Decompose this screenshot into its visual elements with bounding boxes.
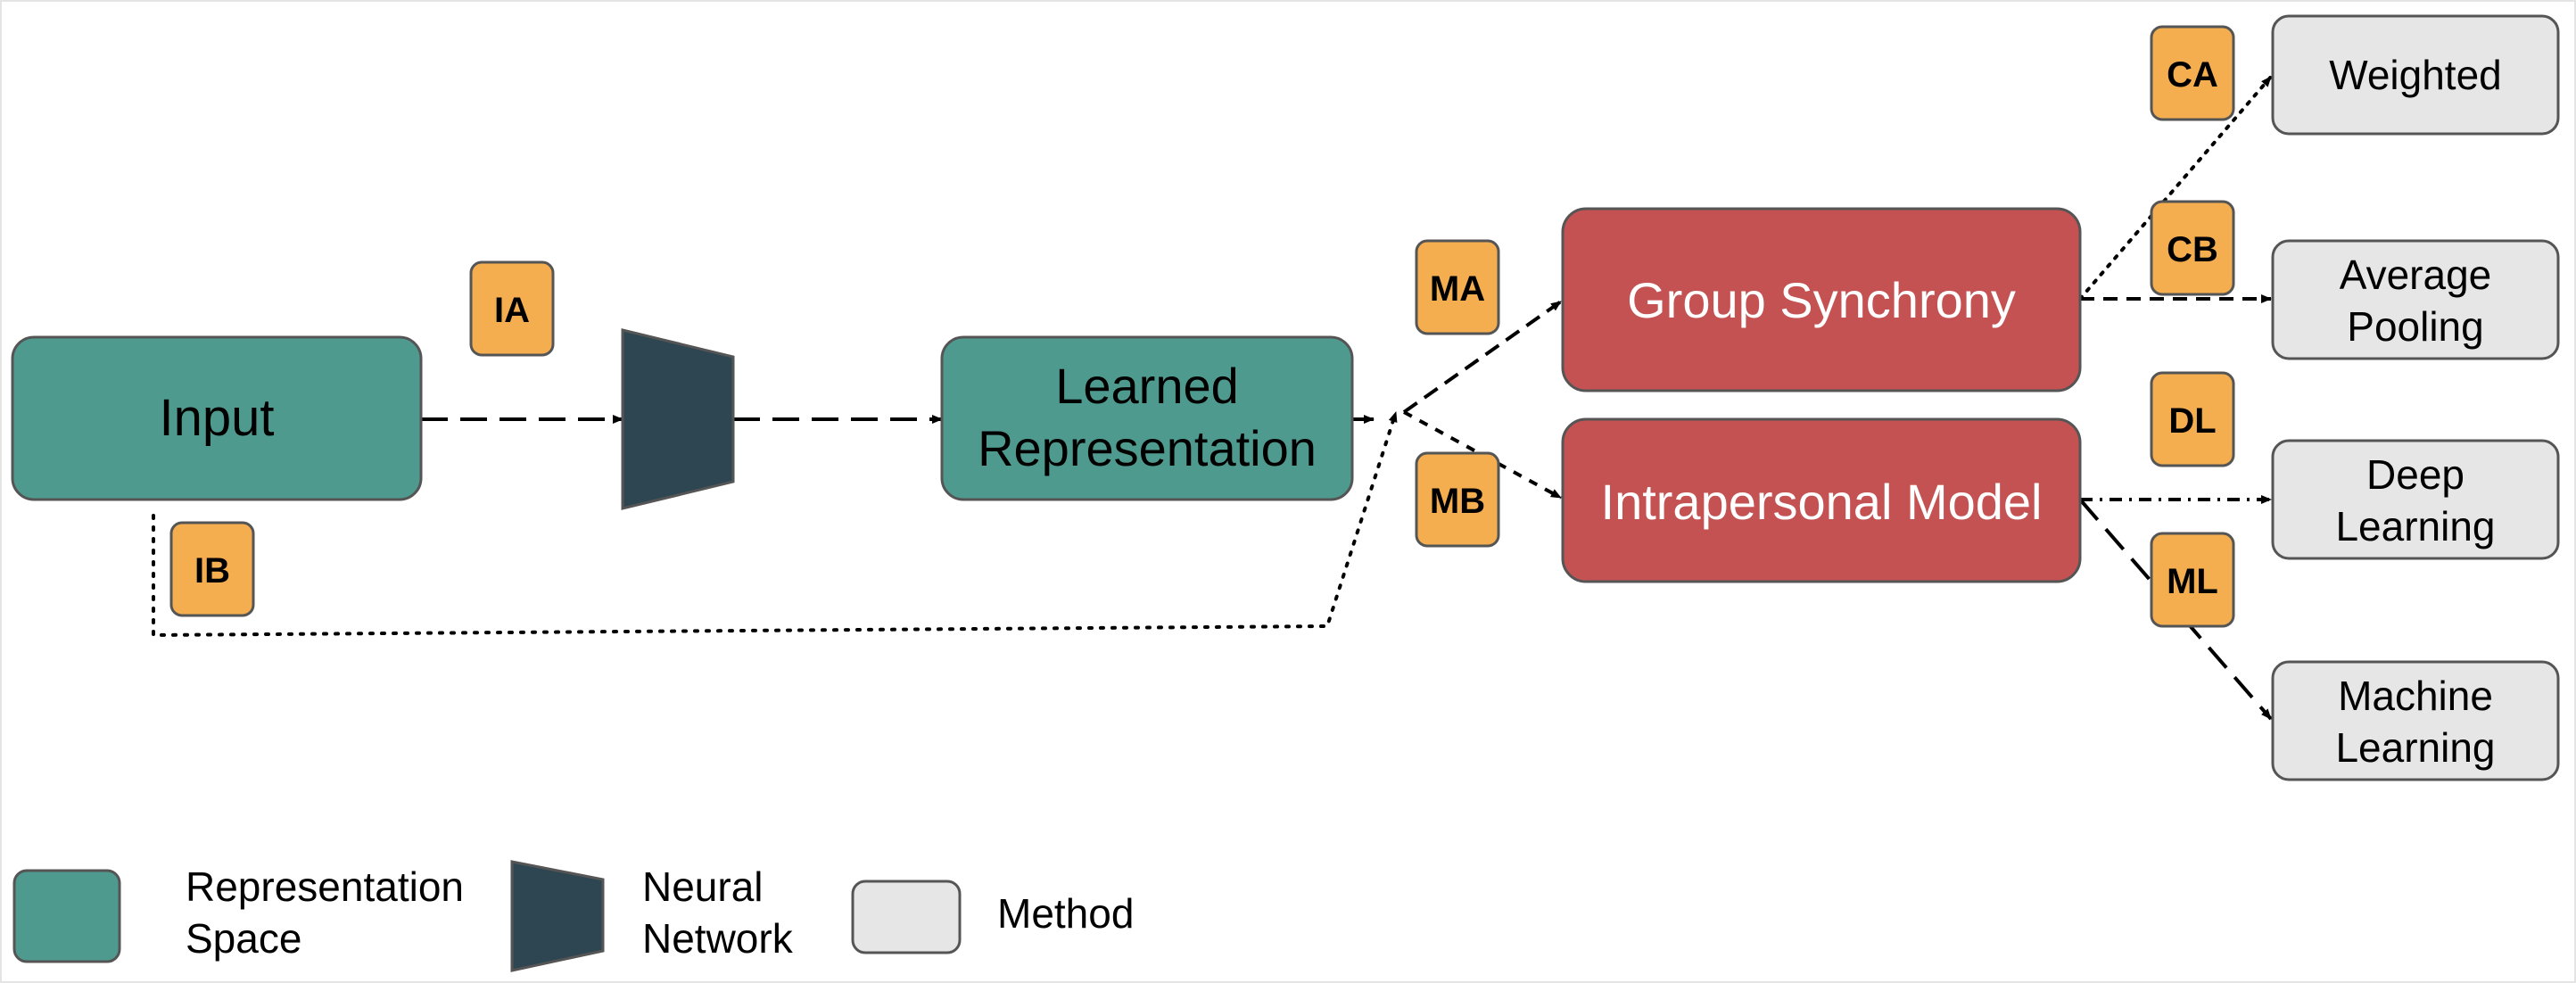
node-group-synchrony: Group Synchrony xyxy=(1561,207,2082,392)
legend-representation-swatch xyxy=(12,869,121,963)
legend-representation: Representation Space xyxy=(12,863,464,963)
node-learned-representation: Learned Representation xyxy=(940,335,1354,501)
method-avg-label-1: Average xyxy=(2340,252,2492,298)
tag-ia: IA xyxy=(469,260,555,357)
node-input-label: Input xyxy=(160,389,275,447)
tag-ml: ML xyxy=(2150,532,2235,628)
method-deep-learning: Deep Learning xyxy=(2271,439,2560,560)
method-deep-label-2: Learning xyxy=(2335,503,2495,549)
tag-dl: DL xyxy=(2150,371,2235,467)
node-group-label: Group Synchrony xyxy=(1627,272,2016,328)
node-input: Input xyxy=(11,335,423,501)
legend-neural-network: Neural Network xyxy=(510,860,794,972)
legend-rep-label-1: Representation xyxy=(186,863,464,910)
tag-cb: CB xyxy=(2150,200,2235,296)
method-machine-learning: Machine Learning xyxy=(2271,660,2560,781)
legend-rep-label-2: Space xyxy=(186,915,301,962)
legend-method-label: Method xyxy=(997,890,1134,937)
legend-method-swatch xyxy=(851,880,962,954)
node-intra-label: Intrapersonal Model xyxy=(1601,474,2043,530)
legend-nn-label-1: Neural xyxy=(642,863,764,910)
node-learned-label-2: Representation xyxy=(978,420,1317,476)
tag-ma-label: MA xyxy=(1430,269,1485,309)
edge-intra-to-ml xyxy=(2078,498,2273,721)
method-ml-label-1: Machine xyxy=(2338,673,2493,719)
tag-mb: MB xyxy=(1415,451,1500,548)
node-learned-label-1: Learned xyxy=(1055,358,1239,414)
legend-neural-network-swatch xyxy=(510,860,605,972)
tag-ib: IB xyxy=(169,521,255,617)
tag-ca-label: CA xyxy=(2167,55,2218,95)
legend: Representation Space Neural Network Meth… xyxy=(12,860,1134,972)
legend-method: Method xyxy=(851,880,1134,954)
edge-input-to-junction-dotted xyxy=(152,410,1398,638)
tag-cb-label: CB xyxy=(2167,230,2218,269)
tag-dl-label: DL xyxy=(2168,401,2216,441)
method-deep-label-1: Deep xyxy=(2366,451,2465,498)
method-weighted-label: Weighted xyxy=(2329,52,2502,98)
tag-ma: MA xyxy=(1415,239,1500,335)
tag-ml-label: ML xyxy=(2167,562,2218,601)
method-weighted: Weighted xyxy=(2271,14,2560,136)
tag-mb-label: MB xyxy=(1430,482,1485,521)
legend-nn-label-2: Network xyxy=(642,915,794,962)
node-intrapersonal-model: Intrapersonal Model xyxy=(1561,417,2082,583)
tag-ib-label: IB xyxy=(194,551,230,591)
tag-ca: CA xyxy=(2150,25,2235,121)
method-avg-label-2: Pooling xyxy=(2347,303,2483,350)
tag-ia-label: IA xyxy=(494,291,530,330)
method-ml-label-2: Learning xyxy=(2335,724,2495,771)
neural-network-shape xyxy=(621,328,735,510)
method-average-pooling: Average Pooling xyxy=(2271,239,2560,360)
edge-junction-to-group xyxy=(1402,300,1563,414)
